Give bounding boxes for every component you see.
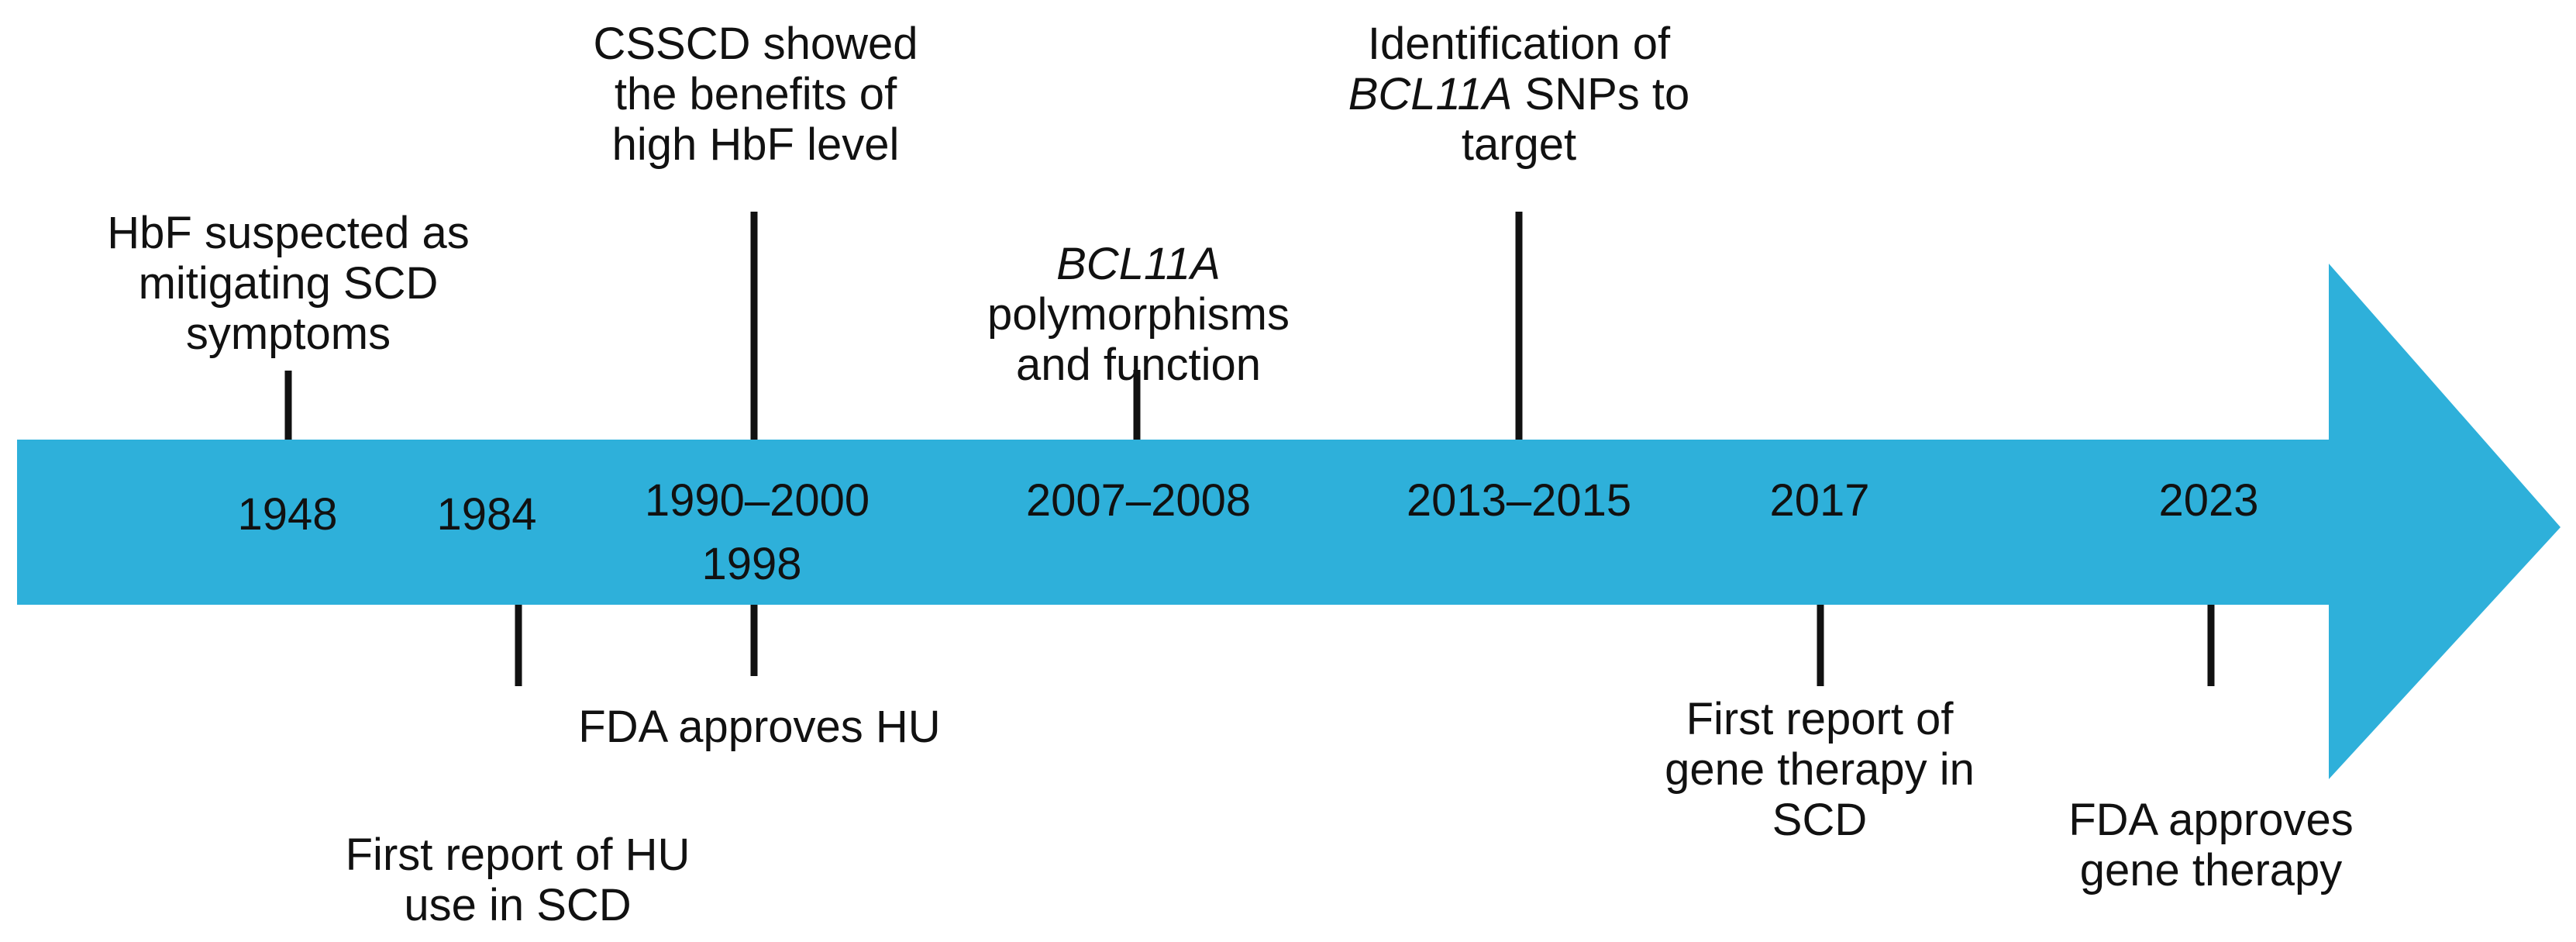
event-first-report-hu-line2: use in SCD [404,880,632,930]
event-fda-approves-gene-therapy: FDA approves gene therapy [2068,795,2354,895]
event-csscd-line2: the benefits of [614,69,897,119]
year-2013-2015: 2013–2015 [1406,475,1632,526]
year-1998: 1998 [701,539,802,589]
event-bcl11a-polymorphisms-line3: and function [1015,340,1262,390]
event-bcl11a-snps-gene: BCL11A [1348,69,1513,119]
event-csscd-line3: high HbF level [611,119,900,170]
event-csscd: CSSCD showed the benefits of high HbF le… [593,19,918,170]
year-1990-2000: 1990–2000 [644,475,870,526]
year-2023: 2023 [2158,475,2259,526]
event-fda-approves-hu-line1: FDA approves HU [578,702,941,752]
event-hbf-suspected-line2: mitigating SCD [138,258,439,309]
event-bcl11a-polymorphisms: BCL11A polymorphisms and function [987,239,1290,390]
event-hbf-suspected: HbF suspected as mitigating SCD symptoms [107,208,469,359]
event-fda-approves-gene-therapy-line1: FDA approves [2068,795,2354,845]
event-bcl11a-polymorphisms-line1: BCL11A [1056,239,1221,289]
event-bcl11a-snps-line2: BCL11A SNPs to [1348,69,1690,119]
event-hbf-suspected-line1: HbF suspected as [107,208,470,258]
year-1948: 1948 [237,489,338,540]
event-first-report-gene-therapy-line3: SCD [1772,795,1868,845]
event-csscd-line1: CSSCD showed [593,19,918,69]
event-first-report-gene-therapy: First report of gene therapy in SCD [1665,694,1975,845]
year-2007-2008: 2007–2008 [1025,475,1252,526]
event-fda-approves-hu: FDA approves HU [578,702,940,752]
event-bcl11a-polymorphisms-line2: polymorphisms [987,289,1290,340]
event-first-report-gene-therapy-line2: gene therapy in [1665,744,1975,795]
event-fda-approves-gene-therapy-line2: gene therapy [2079,845,2343,895]
event-bcl11a-snps: Identification of BCL11A SNPs to target [1348,19,1690,170]
event-bcl11a-snps-line3: target [1461,119,1577,170]
event-hbf-suspected-line3: symptoms [185,309,391,359]
event-bcl11a-snps-rest: SNPs to [1512,69,1690,119]
event-first-report-gene-therapy-line1: First report of [1686,694,1954,744]
event-first-report-hu-line1: First report of HU [345,830,690,880]
timeline-arrow [17,264,2561,779]
event-first-report-hu: First report of HU use in SCD [346,830,690,930]
year-2017: 2017 [1769,475,1870,526]
event-bcl11a-snps-line1: Identification of [1367,19,1671,69]
year-1984: 1984 [436,489,537,540]
